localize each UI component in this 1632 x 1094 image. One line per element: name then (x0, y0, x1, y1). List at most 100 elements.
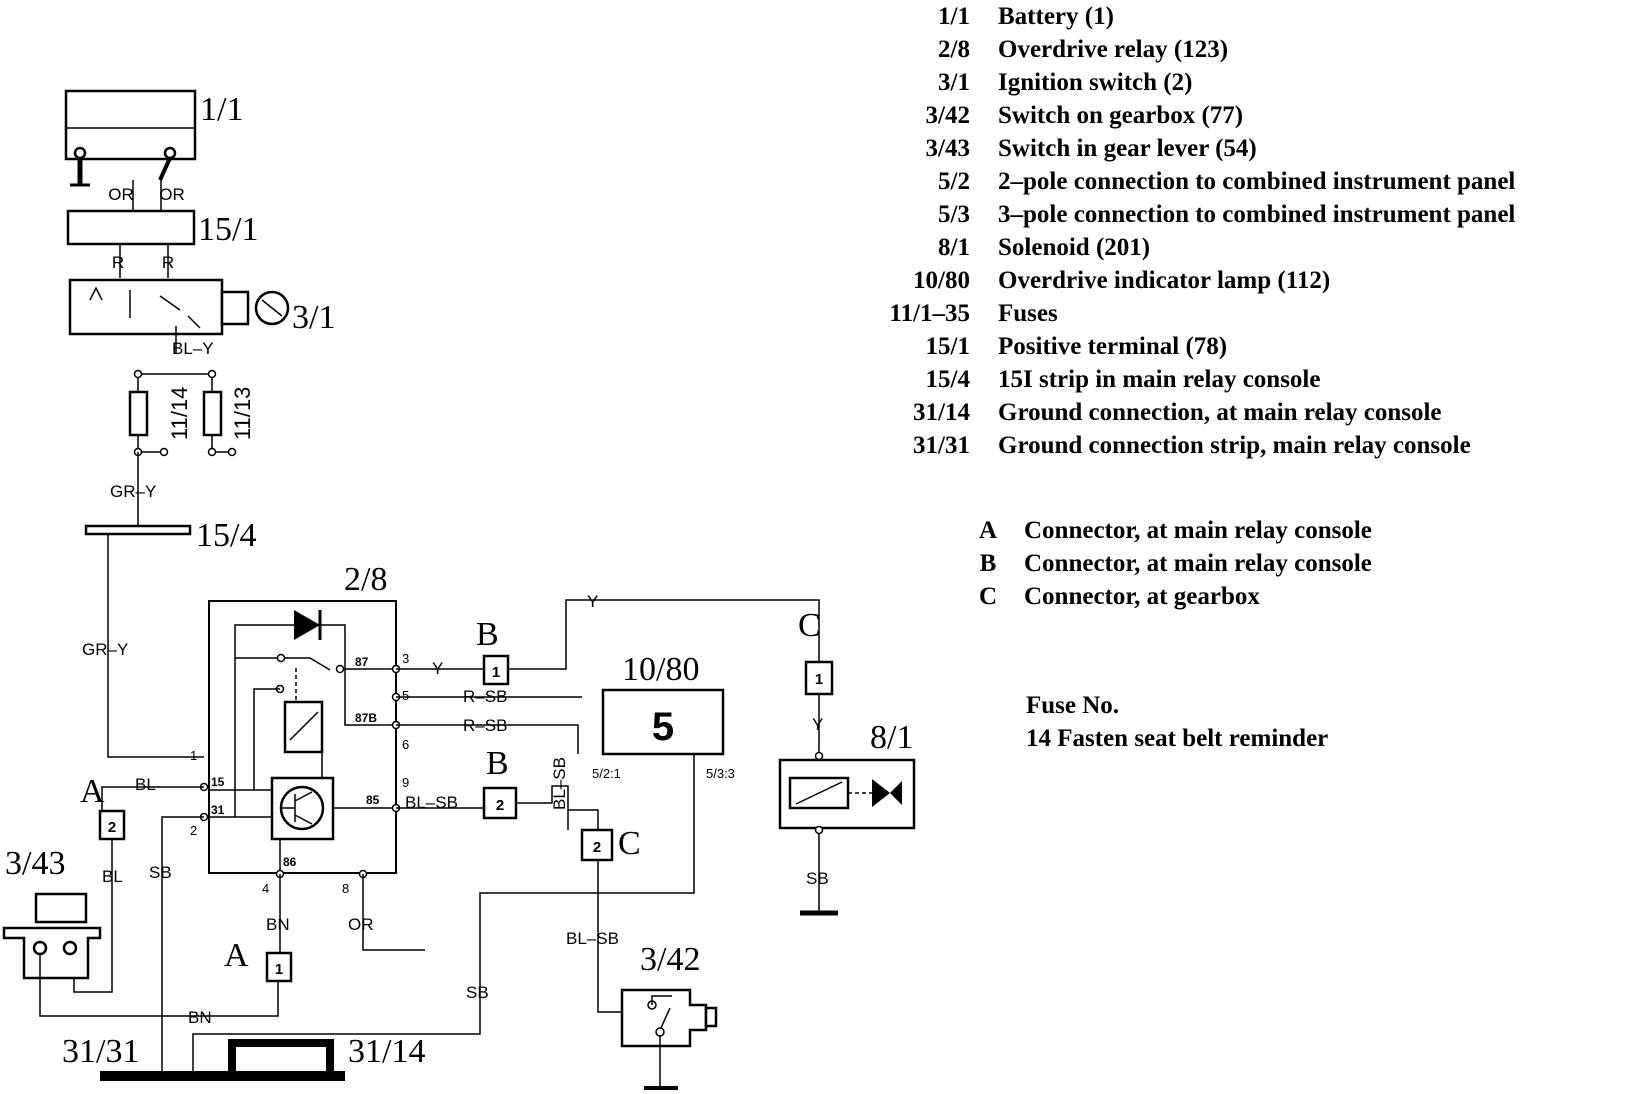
wire-label-r: R (162, 253, 174, 272)
pin-lamp-5-2-1: 5/2:1 (592, 766, 621, 781)
pin-2: 2 (190, 823, 197, 838)
legend-code: 5/2 (938, 168, 970, 195)
fuse-label-11-13: 11/13 (230, 387, 255, 440)
pin-6: 6 (402, 737, 409, 752)
legend-row: 2/8 Overdrive relay (123) (938, 36, 1228, 63)
connector-letter: B (980, 550, 997, 577)
wire-sb (192, 754, 695, 1072)
wire-bl-sb (568, 809, 599, 985)
wire-label-bl: BL (135, 775, 156, 794)
pin-5: 5 (402, 688, 409, 703)
connector-a-pin: 2 (108, 819, 116, 836)
wire-label-bl-y: BL–Y (172, 339, 214, 358)
connector-legend-row: A Connector, at main relay console (979, 517, 1372, 544)
legend-code: 3/1 (938, 69, 970, 96)
ground-connection-31-14 (228, 1039, 334, 1076)
ignition-switch-label: 3/1 (292, 299, 335, 336)
gear-lever-switch-body (2, 926, 102, 980)
gearbox-switch-label: 3/42 (640, 941, 700, 978)
terminal-87: 87 (355, 655, 369, 669)
wire-label-sb: SB (806, 869, 829, 888)
wire-label-r-sb: R–SB (463, 716, 507, 735)
wire-label-sb: SB (149, 863, 172, 882)
battery-body (64, 89, 197, 161)
wire-r-sb (396, 724, 579, 754)
legend-code: 1/1 (938, 3, 970, 30)
diode-icon (294, 610, 320, 640)
gear-lever-switch-label: 3/43 (5, 845, 65, 882)
overdrive-relay-body (208, 600, 397, 874)
pin-4: 4 (262, 881, 269, 896)
ignition-key-housing (220, 290, 250, 326)
legend-desc: 2–pole connection to combined instrument… (998, 168, 1515, 195)
gearbox-switch: 3/42 (597, 941, 718, 1090)
connector-b-label: B (476, 616, 499, 653)
wire-y (508, 599, 820, 670)
legend-desc: Battery (1) (998, 3, 1114, 30)
ground-connection-label: 31/14 (348, 1033, 425, 1070)
legend-desc: Fuses (998, 300, 1058, 327)
ignition-switch: 3/1 (68, 278, 335, 354)
connector-c-label: C (798, 607, 821, 644)
wire-or (362, 874, 425, 951)
legend-code: 3/42 (926, 102, 970, 129)
fuse-11-13 (202, 390, 223, 437)
wire-label-y: Y (587, 592, 598, 611)
legend-code: 15/1 (926, 333, 970, 360)
wire-label-bn: BN (188, 1008, 212, 1027)
terminal-31: 31 (211, 803, 225, 817)
legend-code: 5/3 (938, 201, 970, 228)
connector-a-label: A (80, 773, 105, 810)
solenoid-valve-icon (872, 779, 890, 807)
legend-row: 3/1 Ignition switch (2) (938, 69, 1192, 96)
wire-label-bl-sb: BL–SB (566, 929, 619, 948)
connector-b-label: B (486, 745, 509, 782)
legend-desc: Overdrive relay (123) (998, 36, 1228, 63)
connector-a (265, 951, 293, 983)
legend-code: 2/8 (938, 36, 970, 63)
wire-label-bl-sb: BL–SB (550, 757, 569, 810)
terminal-85: 85 (366, 793, 380, 807)
connector-c-pin: 1 (815, 671, 823, 688)
pin-9: 9 (402, 775, 409, 790)
connector-b (482, 786, 518, 820)
legend-code: 31/14 (913, 399, 970, 426)
legend-code: 3/43 (926, 135, 970, 162)
gearbox-switch-body (620, 988, 708, 1048)
pin-3: 3 (402, 651, 409, 666)
ground-strip: 31/31 31/14 (62, 1033, 425, 1081)
connector-a-pin: 1 (275, 961, 283, 978)
battery: 1/1 (64, 89, 243, 187)
wire-label-r-sb: R–SB (463, 687, 507, 706)
connector-b-pin: 2 (496, 797, 504, 814)
connector-a-label: A (224, 937, 249, 974)
ground-strip-label: 31/31 (62, 1033, 139, 1070)
connector-letter: C (979, 583, 997, 610)
connector-c (580, 828, 614, 862)
wire-bl-sb (516, 785, 569, 830)
connector-desc: Connector, at main relay console (1024, 550, 1372, 577)
ignition-switch-body (68, 278, 224, 336)
connector-b-pin: 1 (492, 664, 500, 681)
wire-label-y: Y (812, 715, 823, 734)
legend-desc: Ignition switch (2) (998, 69, 1192, 96)
wire-or (132, 180, 162, 210)
ignition-switch-contacts (89, 286, 201, 329)
legend-desc: Solenoid (201) (998, 234, 1150, 261)
fuse-note-text: 14 Fasten seat belt reminder (1026, 725, 1328, 752)
positive-terminal-label: 15/1 (198, 211, 258, 248)
connector-desc: Connector, at main relay console (1024, 517, 1372, 544)
legend-row: 5/2 2–pole connection to combined instrum… (938, 168, 1515, 195)
connector-letter: A (979, 517, 997, 544)
connector-c (804, 660, 834, 696)
wire-label-or: OR (348, 915, 374, 934)
